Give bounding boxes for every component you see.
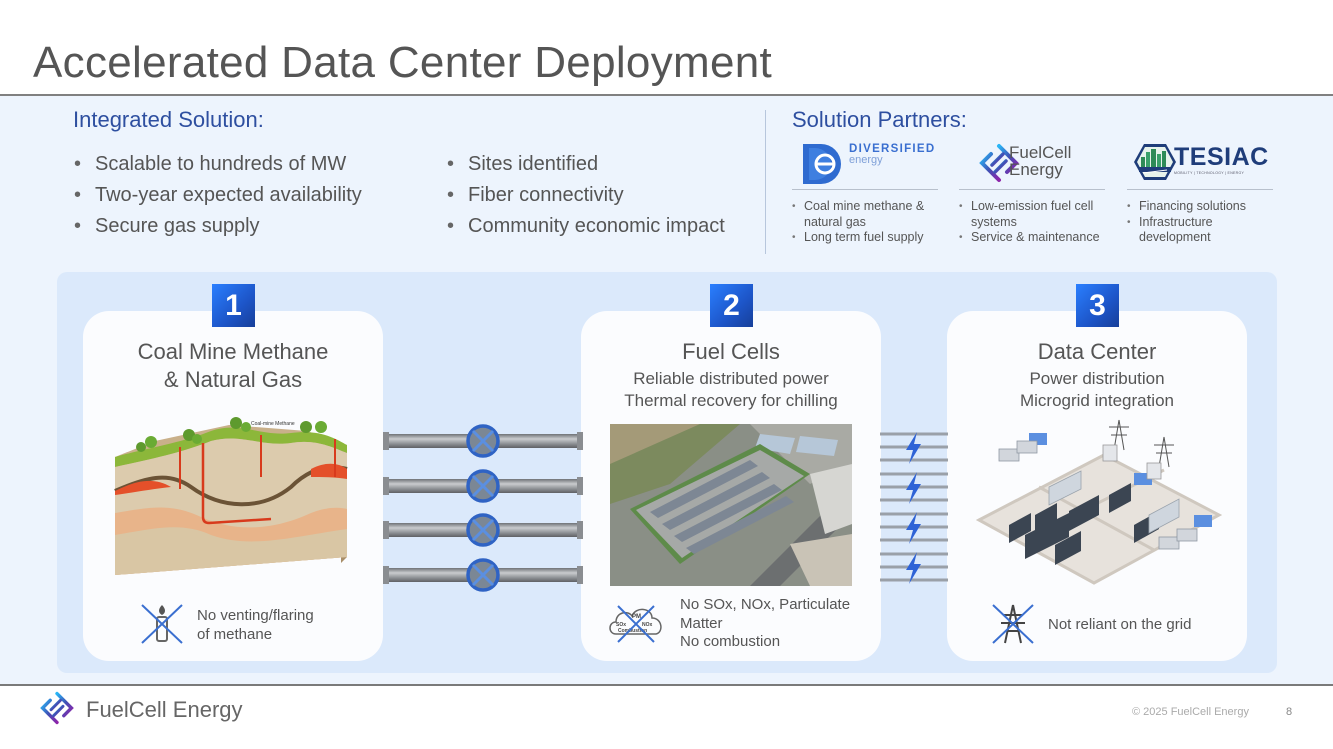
no-emissions-cloud-icon: PM SOx NOx Combustion <box>609 605 662 643</box>
partner-divider <box>959 189 1105 190</box>
partner-items: Financing solutions Infrastructure devel… <box>1127 199 1273 246</box>
title-divider <box>0 94 1333 96</box>
list-item: Long term fuel supply <box>792 230 938 246</box>
partner-items: Low-emission fuel cell systems Service &… <box>959 199 1105 246</box>
power-lines-lightning <box>880 432 948 584</box>
svg-text:NOx: NOx <box>642 622 653 628</box>
list-item: •Scalable to hundreds of MW <box>74 149 362 180</box>
copyright: © 2025 FuelCell Energy <box>1132 706 1249 718</box>
partner-diversified: DIVERSIFIED energy Coal mine methane & n… <box>792 138 938 246</box>
lightning-icon <box>906 552 921 584</box>
partner-tesiac: TESIAC MOBILITY | TECHNOLOGY | ENERGY Fi… <box>1127 138 1273 246</box>
step-number-badge: 3 <box>1076 284 1119 327</box>
svg-text:SOx: SOx <box>616 622 626 628</box>
step-note: No SOx, NOx, Particulate Matter No combu… <box>680 596 851 650</box>
pipe-with-valve <box>383 558 583 592</box>
partner-items: Coal mine methane & natural gas Long ter… <box>792 199 938 246</box>
fuel-cell-plant-aerial-photo <box>610 424 852 586</box>
footer-divider <box>0 684 1333 686</box>
integrated-solution-list-1: •Scalable to hundreds of MW •Two-year ex… <box>74 149 362 242</box>
partner-name: FuelCell <box>1009 143 1072 162</box>
step-title: Coal Mine Methane <box>137 339 329 364</box>
list-item: Infrastructure development <box>1127 215 1273 246</box>
step-subtitle: Power distribution <box>1029 369 1165 388</box>
footer-brand: FuelCell Energy <box>86 697 243 722</box>
pipe-with-valve <box>383 424 583 458</box>
step-note: No venting/flaring of methane <box>197 607 314 643</box>
step-subtitle-2: Thermal recovery for chilling <box>624 391 838 410</box>
svg-text:Combustion: Combustion <box>618 628 647 634</box>
partner-name: TESIAC <box>1174 143 1269 171</box>
step-note: Not reliant on the grid <box>1048 616 1192 633</box>
partner-name-sub: Energy <box>1009 160 1063 179</box>
step-number-badge: 1 <box>212 284 255 327</box>
step-title: Data Center <box>1037 339 1157 364</box>
partner-name-sub: MOBILITY | TECHNOLOGY | ENERGY <box>1174 171 1245 175</box>
bullet-icon: • <box>447 153 455 175</box>
list-item: •Sites identified <box>447 149 725 180</box>
pipe-with-valve <box>383 469 583 503</box>
bullet-icon: • <box>74 215 82 237</box>
no-flaring-icon <box>141 604 183 644</box>
bullet-icon: • <box>447 184 455 206</box>
list-item: Service & maintenance <box>959 230 1105 246</box>
bullet-icon: • <box>74 153 82 175</box>
partner-fuelcell: FuelCell Energy Low-emission fuel cell s… <box>959 138 1105 246</box>
coal-mine-methane-cross-section: Coal-mine Methane <box>114 417 348 575</box>
slide-title: Accelerated Data Center Deployment <box>33 38 773 87</box>
list-item: •Fiber connectivity <box>447 180 725 211</box>
image-label: Coal-mine Methane <box>251 421 295 427</box>
list-item: •Two-year expected availability <box>74 180 362 211</box>
no-grid-tower-icon <box>992 604 1034 644</box>
list-item: •Secure gas supply <box>74 211 362 242</box>
fuelcell-logo-icon <box>979 144 1019 182</box>
section-divider <box>765 110 766 254</box>
integrated-solution-list-2: •Sites identified •Fiber connectivity •C… <box>447 149 725 242</box>
step-subtitle-2: Microgrid integration <box>1019 391 1174 410</box>
partner-name-sub: energy <box>849 154 883 166</box>
step-card-fuel-cells: Fuel Cells Reliable distributed power Th… <box>581 311 881 661</box>
page-number: 8 <box>1286 706 1293 718</box>
lightning-icon <box>906 472 921 504</box>
data-center-isometric-illustration <box>975 419 1223 585</box>
bullet-icon: • <box>447 215 455 237</box>
tesiac-logo-icon <box>1134 144 1176 180</box>
bullet-icon: • <box>74 184 82 206</box>
pipe-with-valve <box>383 513 583 547</box>
step-title: Fuel Cells <box>682 339 780 364</box>
diversified-energy-logo: DIVERSIFIED energy <box>792 138 938 186</box>
fuelcell-energy-logo: FuelCell Energy <box>959 138 1105 186</box>
gas-pipeline-valves <box>383 424 583 592</box>
solution-partners-heading: Solution Partners: <box>792 107 967 132</box>
step-subtitle: Reliable distributed power <box>633 369 829 388</box>
lightning-icon <box>906 432 921 464</box>
integrated-solution-heading: Integrated Solution: <box>73 107 264 132</box>
step-card-data-center: Data Center Power distribution Microgrid… <box>947 311 1247 661</box>
tesiac-logo: TESIAC MOBILITY | TECHNOLOGY | ENERGY <box>1127 138 1273 186</box>
lightning-icon <box>906 512 921 544</box>
step-number-badge: 2 <box>710 284 753 327</box>
partner-divider <box>1127 189 1273 190</box>
fuelcell-footer-logo-icon <box>40 691 74 725</box>
step-title-line-2: & Natural Gas <box>163 367 303 392</box>
svg-text:PM: PM <box>632 614 641 620</box>
list-item: •Community economic impact <box>447 211 725 242</box>
step-card-coal-mine-methane: Coal Mine Methane & Natural Gas Coal-min… <box>83 311 383 661</box>
list-item: Financing solutions <box>1127 199 1273 215</box>
diversified-logo-icon <box>803 144 841 184</box>
list-item: Low-emission fuel cell systems <box>959 199 1105 230</box>
list-item: Coal mine methane & natural gas <box>792 199 938 230</box>
partner-name: DIVERSIFIED <box>849 143 936 155</box>
partner-divider <box>792 189 938 190</box>
